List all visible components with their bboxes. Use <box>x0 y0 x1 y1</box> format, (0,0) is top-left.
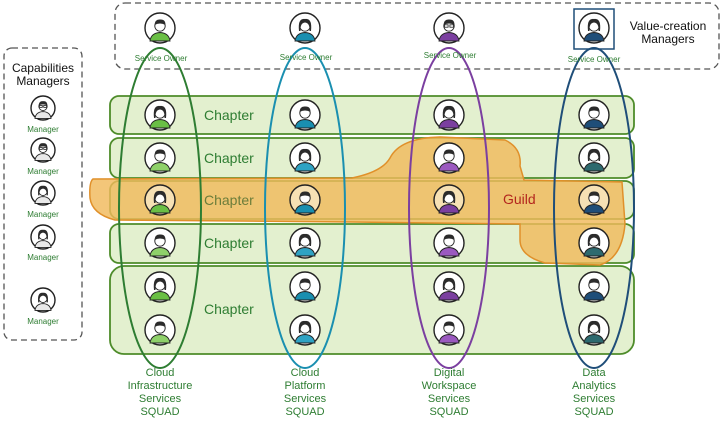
chapter-band-1 <box>109 95 635 135</box>
squad-1-member-6-avatar-icon <box>144 314 176 346</box>
manager-label-1: Manager <box>27 125 59 134</box>
squad-label-cloud-infrastructure: Cloud Infrastructure Services SQUAD <box>110 367 210 419</box>
squad-ellipse-cloud-platform <box>264 47 346 369</box>
service-owner-4-frame <box>573 8 615 50</box>
squad-2-line3: Services <box>283 393 327 405</box>
service-owner-label-4: Service Owner <box>567 55 621 64</box>
manager-label-2: Manager <box>27 167 59 176</box>
squad-ellipse-cloud-infrastructure <box>118 47 202 369</box>
squad-label-cloud-platform: Cloud Platform Services SQUAD <box>255 367 355 419</box>
chapter-label-1: Chapter <box>204 107 254 123</box>
service-owner-label-2: Service Owner <box>279 53 333 62</box>
chapter-label-3: Chapter <box>204 192 254 208</box>
manager-label-5: Manager <box>27 317 59 326</box>
squad-4-member-1-avatar-icon <box>578 99 610 131</box>
manager-4-avatar-icon <box>30 224 56 250</box>
squad-4-line1: Data <box>582 367 606 379</box>
squad-1-line4: SQUAD <box>140 406 180 418</box>
squad-3-member-3-avatar-icon <box>433 184 465 216</box>
squad-3-line2: Workspace <box>421 380 477 392</box>
squad-4-member-4-avatar-icon <box>578 227 610 259</box>
squad-label-data-analytics: Data Analytics Services SQUAD <box>544 367 644 419</box>
avatar-layer <box>30 8 615 346</box>
capabilities-title-line2: Managers <box>16 74 70 88</box>
squad-3-member-5-avatar-icon <box>433 271 465 303</box>
service-owner-label-3: Service Owner <box>423 51 477 60</box>
manager-2-avatar-icon <box>30 137 56 163</box>
squad-4-member-2-avatar-icon <box>578 142 610 174</box>
squad-1-line3: Services <box>138 393 182 405</box>
squad-2-line2: Platform <box>284 380 326 392</box>
capabilities-managers-box <box>3 47 83 341</box>
service-owner-1-avatar-icon <box>144 12 176 44</box>
squad-2-member-3-avatar-icon <box>289 184 321 216</box>
squad-1-line1: Cloud <box>145 367 175 379</box>
squad-4-line2: Analytics <box>571 380 617 392</box>
manager-3-avatar-icon <box>30 180 56 206</box>
squad-4-line3: Services <box>572 393 616 405</box>
squad-1-member-5-avatar-icon <box>144 271 176 303</box>
squad-2-member-4-avatar-icon <box>289 227 321 259</box>
squad-1-line2: Infrastructure <box>127 380 193 392</box>
squad-2-member-5-avatar-icon <box>289 271 321 303</box>
squad-1-member-1-avatar-icon <box>144 99 176 131</box>
service-owner-2-avatar-icon <box>289 12 321 44</box>
squad-2-member-2-avatar-icon <box>289 142 321 174</box>
squad-3-line4: SQUAD <box>429 406 469 418</box>
squad-1-member-2-avatar-icon <box>144 142 176 174</box>
squad-3-member-2-avatar-icon <box>433 142 465 174</box>
chapter-label-5: Chapter <box>204 301 254 317</box>
squad-ellipse-data-analytics <box>553 47 635 369</box>
service-owner-label-1: Service Owner <box>134 54 188 63</box>
squad-2-line4: SQUAD <box>285 406 325 418</box>
guild-label: Guild <box>503 191 536 207</box>
value-creation-title-line2: Managers <box>641 32 695 46</box>
squad-4-member-6-avatar-icon <box>578 314 610 346</box>
squad-2-line1: Cloud <box>290 367 320 379</box>
capabilities-title-line1: Capabilities <box>11 61 75 75</box>
manager-5-avatar-icon <box>30 287 56 313</box>
squad-4-line4: SQUAD <box>574 406 614 418</box>
squad-3-member-6-avatar-icon <box>433 314 465 346</box>
value-creation-managers-box <box>114 2 720 70</box>
squad-4-member-3-avatar-icon <box>578 184 610 216</box>
squad-3-line3: Services <box>427 393 471 405</box>
chapter-band-5 <box>109 265 635 355</box>
squad-1-member-4-avatar-icon <box>144 227 176 259</box>
chapter-label-4: Chapter <box>204 235 254 251</box>
guild-shape <box>89 136 626 266</box>
squad-1-member-3-avatar-icon <box>144 184 176 216</box>
squad-3-line1: Digital <box>433 367 465 379</box>
squad-2-member-1-avatar-icon <box>289 99 321 131</box>
service-owner-3-avatar-icon <box>433 12 465 44</box>
squad-ellipse-digital-workspace <box>408 47 490 369</box>
squad-3-member-1-avatar-icon <box>433 99 465 131</box>
squad-2-member-6-avatar-icon <box>289 314 321 346</box>
value-creation-title-line1: Value-creation <box>629 19 707 33</box>
chapter-label-2: Chapter <box>204 150 254 166</box>
manager-label-3: Manager <box>27 210 59 219</box>
capabilities-managers-title: Capabilities Managers <box>4 62 82 88</box>
manager-label-4: Manager <box>27 253 59 262</box>
service-owner-4-avatar-icon <box>578 12 610 44</box>
manager-1-avatar-icon <box>30 95 56 121</box>
squad-4-member-5-avatar-icon <box>578 271 610 303</box>
value-creation-managers-title: Value-creation Managers <box>622 20 714 46</box>
squad-label-digital-workspace: Digital Workspace Services SQUAD <box>399 367 499 419</box>
squad-3-member-4-avatar-icon <box>433 227 465 259</box>
